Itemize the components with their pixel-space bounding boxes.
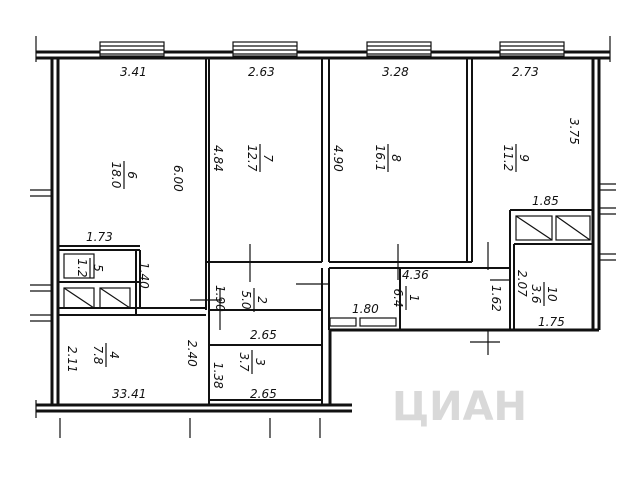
dim-r10-bottom: 1.75 [538, 315, 565, 329]
room-10-area: 3.6 [529, 284, 543, 303]
interior-walls [58, 58, 593, 405]
room-4-label: 4 7.8 [91, 343, 121, 367]
room-3-label: 3 3.7 [237, 350, 267, 374]
dim-r5-top: 1.73 [86, 230, 113, 244]
dim-r2-left: 1.90 [213, 285, 227, 312]
dim-r1-right: 1.62 [489, 285, 503, 312]
room-5-label: 5 1.2 [75, 258, 105, 278]
room-labels: 6 18.0 7 12.7 8 16.1 9 11.2 5 1.2 2 5.0 [75, 144, 559, 374]
room-8-label: 8 16.1 [373, 144, 403, 172]
room-7-number: 7 [261, 154, 275, 162]
room-6-area: 18.0 [109, 162, 123, 189]
room-2-label: 2 5.0 [239, 288, 269, 312]
room-4-number: 4 [107, 351, 121, 359]
dimension-labels: 3.41 2.63 3.28 2.73 6.00 4.84 4.90 3.7 5 … [65, 65, 581, 401]
room-1-number: 1 [407, 294, 421, 302]
dim-r6-top: 3.41 [120, 65, 147, 79]
room-9-area: 11.2 [501, 145, 515, 172]
dim-r6-right: 6.00 [171, 165, 185, 192]
room-2-number: 2 [255, 296, 269, 304]
room-6-number: 6 [125, 171, 139, 179]
windows [30, 41, 616, 322]
room-2-area: 5.0 [239, 290, 253, 309]
dim-r9-lower: 1.85 [532, 194, 559, 208]
room-9-label: 9 11.2 [501, 144, 531, 172]
dim-r8-top: 3.28 [382, 65, 409, 79]
dim-r9-top: 2.73 [512, 65, 539, 79]
room-5-area: 1.2 [75, 258, 89, 277]
room-6-label: 6 18.0 [109, 161, 139, 189]
fixtures [59, 215, 591, 438]
room-10-label: 10 3.6 [529, 282, 559, 306]
room-7-label: 7 12.7 [245, 144, 275, 172]
room-3-area: 3.7 [237, 352, 251, 371]
dim-r2-bottom: 2.65 [250, 328, 277, 342]
room-3-number: 3 [253, 358, 267, 366]
room-9-number: 9 [517, 154, 531, 162]
dim-r7-left: 4.84 [211, 145, 225, 172]
dim-r4-left: 2.11 [65, 346, 79, 373]
room-7-area: 12.7 [245, 145, 259, 172]
dim-r4-right: 2.40 [185, 340, 199, 367]
dim-r8-left: 4.90 [331, 145, 345, 172]
room-1-area: 6.4 [391, 288, 405, 307]
dim-r1-top: 4.36 [402, 268, 429, 282]
dim-r1-inner: 1.80 [352, 302, 379, 316]
dim-r5-right: 1.40 [137, 262, 151, 289]
watermark: ЦИАН [392, 384, 527, 430]
room-4-area: 7.8 [91, 345, 105, 364]
dim-r3-left: 1.38 [211, 362, 225, 389]
dim-r7-top: 2.63 [248, 65, 275, 79]
dim-r4-bottom: 33.41 [112, 387, 146, 401]
room-1-label: 1 6.4 [391, 286, 421, 310]
room-5-number: 5 [91, 264, 105, 272]
watermark-logo: ЦИАН [392, 384, 527, 430]
room-8-area: 16.1 [373, 145, 387, 172]
dim-r3-bottom: 2.65 [250, 387, 277, 401]
room-8-number: 8 [389, 154, 403, 162]
room-10-number: 10 [545, 286, 559, 302]
dim-r9-right: 3.75 [567, 118, 581, 145]
dim-r10-left: 2.07 [515, 270, 529, 297]
